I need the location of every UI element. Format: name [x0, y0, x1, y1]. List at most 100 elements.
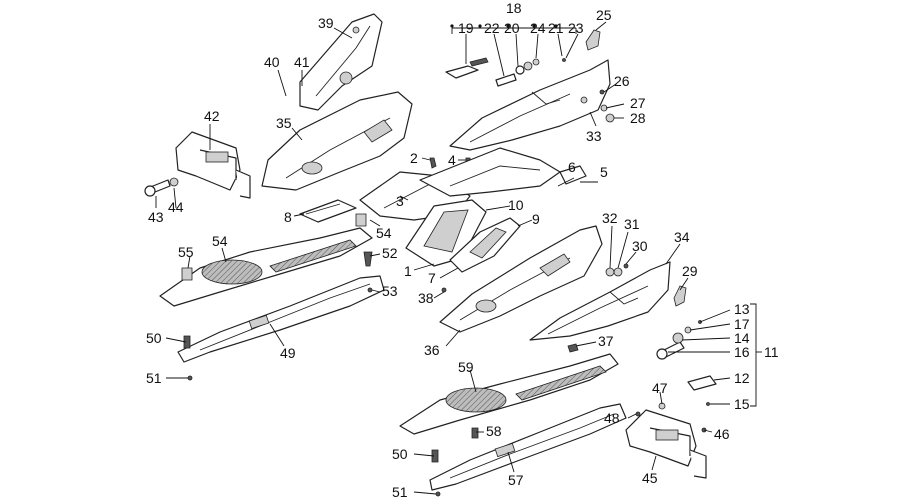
callout-50-right: 50: [392, 446, 408, 462]
screw-48: [635, 411, 641, 417]
callout-36: 36: [424, 342, 440, 358]
screw-26: [599, 89, 605, 95]
callout-37: 37: [598, 333, 614, 349]
bracket-assembly-45: [625, 409, 707, 479]
callout-44: 44: [168, 199, 184, 215]
bolt-43: [144, 177, 179, 197]
screw-53: [367, 287, 373, 293]
screw-50-right: [431, 449, 439, 463]
callout-46: 46: [714, 426, 730, 442]
clip-25: [585, 29, 601, 51]
footboard-mat-54: [159, 227, 373, 307]
grommet-55: [181, 267, 193, 281]
screw-51-right: [435, 491, 441, 497]
callout-21: 21: [548, 20, 564, 36]
footboard-mat-59: [399, 353, 619, 435]
callout-49: 49: [280, 345, 296, 361]
callout-11: 11: [764, 344, 779, 360]
callout-57: 57: [508, 472, 524, 488]
callout-35: 35: [276, 115, 292, 131]
callout-45: 45: [642, 470, 658, 486]
callout-19: 19: [458, 20, 474, 36]
callout-52: 52: [382, 245, 398, 261]
callout-24: 24: [530, 20, 546, 36]
callout-39: 39: [318, 15, 334, 31]
callout-9: 9: [532, 211, 540, 227]
side-cover-right-33: [449, 59, 611, 151]
callout-2: 2: [410, 150, 418, 166]
callout-10: 10: [508, 197, 524, 213]
callout-labels: 18 19 22 20 24 21 23 25 26 27 28 33 39 4…: [146, 0, 779, 500]
callout-59: 59: [458, 359, 474, 375]
callout-1: 1: [404, 263, 412, 279]
callout-4: 4: [448, 152, 456, 168]
nut-28: [605, 113, 615, 123]
washer-32: [605, 267, 615, 277]
callout-50-left: 50: [146, 330, 162, 346]
callout-22: 22: [484, 20, 500, 36]
callout-58: 58: [486, 423, 502, 439]
front-cover-9: [449, 217, 521, 273]
callout-42: 42: [204, 108, 220, 124]
callout-8: 8: [284, 209, 292, 225]
callout-43: 43: [148, 209, 164, 225]
callout-51-left: 51: [146, 370, 162, 386]
callout-12: 12: [734, 370, 750, 386]
grommet-56: [355, 213, 367, 227]
callout-25: 25: [596, 7, 612, 23]
clip-29: [673, 285, 687, 307]
bracket-assembly-42: [175, 131, 251, 199]
plate-8: [299, 199, 357, 223]
callout-13: 13: [734, 301, 750, 317]
callout-56: 54: [376, 225, 392, 241]
callout-33: 33: [586, 128, 602, 144]
screw-50-left: [183, 335, 191, 349]
callout-55: 55: [178, 244, 194, 260]
callout-20: 20: [504, 20, 520, 36]
bracket-dots: [450, 24, 558, 28]
callout-14: 14: [734, 330, 750, 346]
callout-5: 5: [600, 164, 608, 180]
callout-32: 32: [602, 210, 618, 226]
screw-30: [623, 263, 629, 269]
callout-51-right: 51: [392, 484, 408, 500]
callout-40: 40: [264, 54, 280, 70]
callout-17: 17: [734, 316, 750, 332]
callout-29: 29: [682, 263, 698, 279]
callout-26: 26: [614, 73, 630, 89]
callout-16: 16: [734, 344, 750, 360]
callout-38: 38: [418, 290, 434, 306]
callout-18: 18: [506, 0, 522, 16]
screw-58: [471, 427, 479, 439]
screw-51-left: [187, 375, 193, 381]
nut-31: [613, 267, 623, 277]
footboard-base-57: [429, 403, 627, 491]
side-cover-lower-36: [439, 225, 603, 333]
callout-41: 41: [294, 54, 310, 70]
callout-48: 48: [604, 410, 620, 426]
callout-47: 47: [652, 380, 668, 396]
side-cover-left-35: [261, 91, 413, 191]
callout-3: 3: [396, 193, 404, 209]
footboard-base-49: [177, 275, 385, 363]
side-cover-lower-34: [529, 261, 671, 341]
leader-lines: [155, 21, 762, 495]
callout-30: 30: [632, 238, 648, 254]
callout-53: 53: [382, 283, 398, 299]
callout-31: 31: [624, 216, 640, 232]
screw-2: [429, 157, 437, 169]
callout-6: 6: [568, 159, 576, 175]
center-panel-6: [419, 147, 587, 197]
bracket-plate-39: [299, 13, 383, 111]
screw-38: [441, 287, 447, 293]
callout-15: 15: [734, 396, 750, 412]
fastener-set-19-24: [445, 57, 566, 87]
callout-34: 34: [674, 229, 690, 245]
callout-54: 54: [212, 233, 228, 249]
callout-27: 27: [630, 95, 646, 111]
callout-7: 7: [428, 270, 436, 286]
callout-23: 23: [568, 20, 584, 36]
screw-37: [567, 343, 579, 353]
screw-52: [363, 251, 373, 267]
